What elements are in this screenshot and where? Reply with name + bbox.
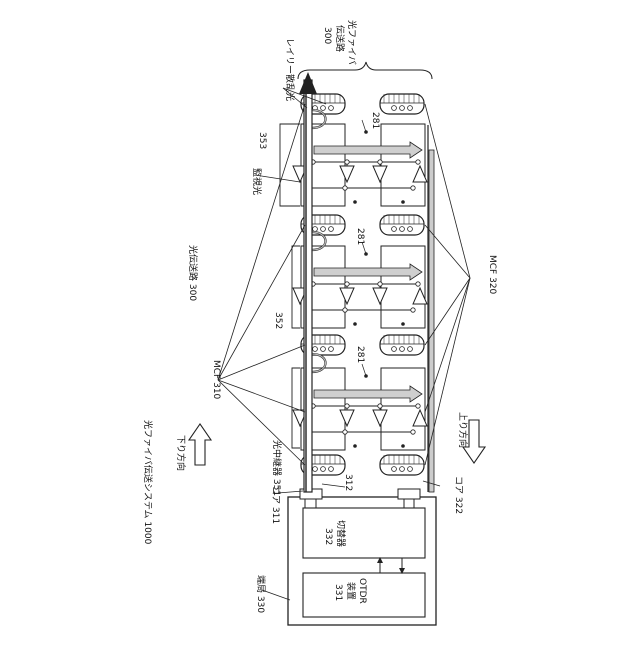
repeater-span-1: [293, 110, 427, 206]
switch-box: [303, 508, 425, 558]
ref281-label-a: 281: [370, 112, 380, 129]
ref281-label-b: 281: [355, 228, 365, 245]
amplifier-icon: [340, 166, 354, 182]
downlink-arrow: [189, 424, 211, 465]
mcf320-spool-3: [380, 335, 424, 355]
mcf320-spool-4: [380, 455, 424, 475]
terminal-station: 切替器 332 OTDR 装置 331: [288, 489, 436, 625]
core322-label: コア 322: [453, 476, 463, 514]
downlink-label: 下り方向: [175, 435, 187, 471]
path-brace: [298, 62, 432, 79]
mcf320-spool-2: [380, 215, 424, 235]
station-label: 端局 330: [255, 575, 267, 613]
switch-name-label: 切替器: [335, 520, 347, 547]
ref281-label-c: 281: [355, 346, 365, 363]
ref312-label: 312: [343, 474, 353, 491]
otdr-label-2: 装置: [345, 582, 357, 600]
rayleigh-label: レイリー散乱光: [284, 38, 296, 101]
span-layer: [293, 110, 427, 450]
mcf310-label: MCF 310: [211, 360, 221, 400]
amplifier-icon: [373, 166, 387, 182]
section352-label: 352: [273, 312, 283, 329]
otdr-num-label: 331: [333, 584, 343, 601]
amplifier-icon: [373, 288, 387, 304]
amplifier-icon: [340, 288, 354, 304]
repeater-span-2: [293, 232, 427, 328]
otdr-label-1: OTDR: [357, 578, 367, 604]
monitor-light-label: 監視光: [251, 168, 263, 195]
mcf320-label: MCF 320: [487, 255, 497, 295]
section353-label: 353: [257, 132, 267, 149]
core311-label: コア 311: [270, 486, 280, 524]
upstream-core-line: [428, 125, 434, 492]
system-label: 光ファイバ伝送システム 1000: [142, 420, 154, 545]
connector-320: [398, 489, 420, 499]
path-label-left: 光伝送路 300: [187, 245, 199, 301]
path-label-right-1: 光ファイバ: [346, 20, 358, 65]
amplifier-icon: [373, 410, 387, 426]
uplink-label: 上り方向: [457, 412, 469, 448]
path-label-right-2: 伝送路: [334, 25, 346, 52]
downstream-arrowhead: [299, 72, 317, 94]
amplifier-icon: [340, 410, 354, 426]
path-label-right-3: 300: [322, 27, 332, 44]
mcf320-spool-1: [380, 94, 424, 114]
switch-num-label: 332: [323, 528, 333, 545]
repeater-span-3: [293, 354, 427, 450]
